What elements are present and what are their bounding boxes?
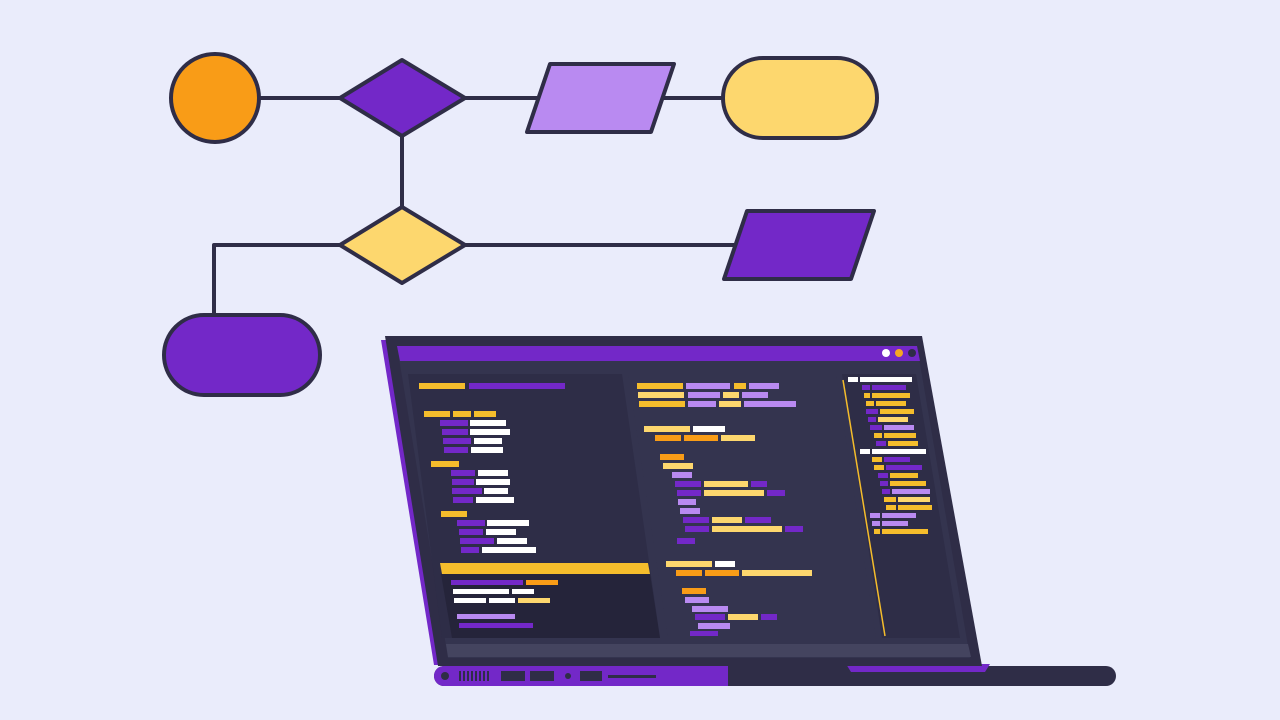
led-icon: [565, 673, 571, 679]
window-control-orange[interactable]: [895, 349, 903, 357]
code-editor-lines: [637, 383, 812, 636]
file-tree-lines: [419, 383, 565, 553]
port-icon: [501, 671, 525, 681]
minimap-lines: [848, 377, 932, 534]
code-editor-panel[interactable]: [628, 374, 876, 638]
title-bar: [397, 346, 920, 361]
port-icon: [530, 671, 554, 681]
decision-2: [338, 205, 467, 285]
start-terminal: [169, 52, 261, 144]
laptop: [381, 336, 1116, 686]
window-control-white[interactable]: [882, 349, 890, 357]
led-icon: [441, 672, 449, 680]
terminal-lines: [451, 580, 558, 628]
io-1: [525, 62, 676, 134]
status-bar: [446, 644, 971, 657]
io-2: [722, 209, 876, 281]
slot-icon: [608, 675, 656, 678]
terminal-header: [440, 563, 650, 574]
port-icon: [580, 671, 602, 681]
flowchart: [162, 52, 879, 397]
minimap-divider: [842, 379, 886, 637]
vent-icon: [459, 671, 489, 681]
end-terminal-2: [162, 313, 322, 397]
window-control-dark[interactable]: [908, 349, 916, 357]
end-terminal-1: [721, 56, 879, 140]
flowchart-connectors: [212, 96, 737, 318]
decision-1: [338, 58, 467, 138]
